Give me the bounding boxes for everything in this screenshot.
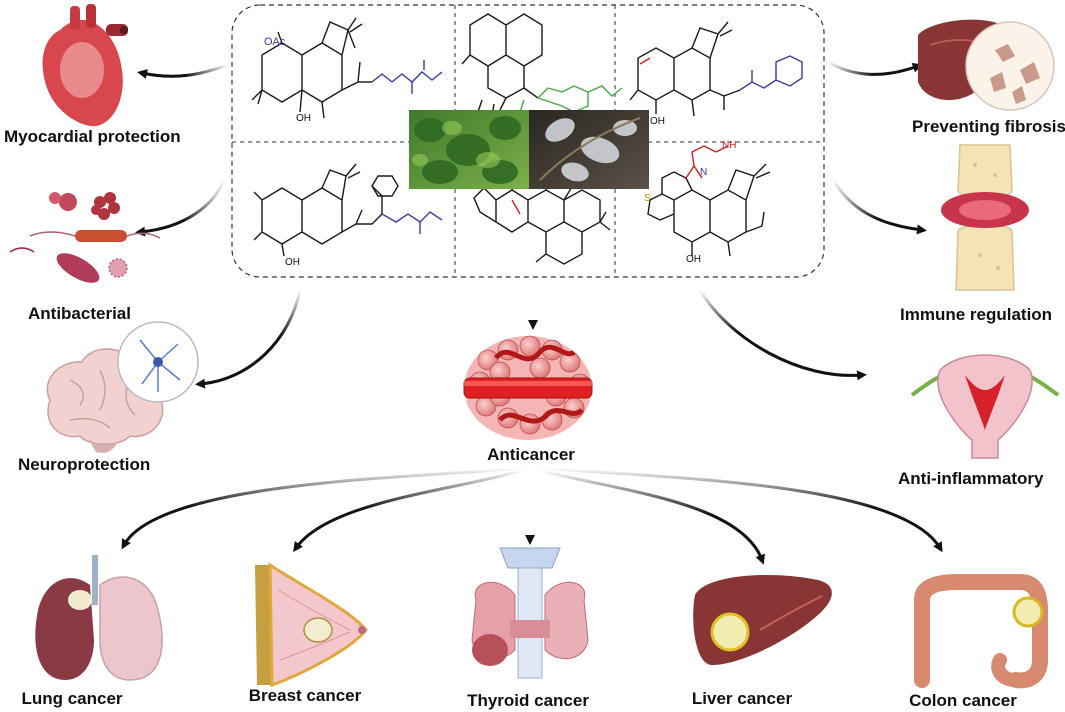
structure-label-nitrogen: N	[700, 167, 708, 178]
colon-icon	[914, 574, 1048, 689]
cancer-arrows	[121, 466, 943, 565]
label-anti-inflammatory: Anti-inflammatory	[898, 469, 1044, 488]
label-anticancer: Anticancer	[487, 445, 575, 464]
label-immune-regulation: Immune regulation	[900, 305, 1053, 324]
tumor-icon	[463, 335, 593, 440]
structure-label-oh-4: OH	[686, 254, 701, 265]
structure-label-oh-2: OH	[650, 116, 665, 127]
activity-arrows	[135, 60, 927, 389]
label-colon-cancer: Colon cancer	[909, 691, 1017, 710]
heart-icon	[42, 4, 128, 127]
structure-label-amine: NH	[722, 140, 737, 151]
label-antibacterial: Antibacterial	[28, 304, 131, 323]
liver-icon	[693, 575, 832, 665]
compound-structure-6	[647, 145, 771, 257]
structure-label-sulfur: S	[644, 193, 651, 204]
label-breast-cancer: Breast cancer	[248, 686, 362, 705]
thyroid-icon	[471, 547, 589, 679]
structure-label-oh-3: OH	[285, 257, 300, 268]
compound-structure-4	[253, 163, 443, 257]
lungs-icon	[35, 555, 163, 681]
label-myocardial-protection: Myocardial protection	[4, 127, 181, 146]
label-lung-cancer: Lung cancer	[21, 689, 123, 708]
label-thyroid-cancer: Thyroid cancer	[467, 691, 589, 710]
label-preventing-fibrosis: Preventing fibrosis	[912, 117, 1065, 136]
uterus-icon	[910, 354, 1060, 459]
compound-structure-2	[461, 13, 623, 119]
structure-label-oh-1: OH	[296, 113, 311, 124]
breast-icon	[255, 562, 368, 688]
label-neuroprotection: Neuroprotection	[18, 455, 151, 474]
plant-photos	[409, 110, 649, 189]
label-liver-cancer: Liver cancer	[691, 689, 793, 708]
compound-structure-1	[251, 17, 443, 119]
bacteria-icon	[9, 192, 161, 283]
compound-structure-3	[629, 21, 803, 117]
structure-label-acetoxy: OAc	[264, 36, 286, 48]
fibrosis-liver-icon	[918, 19, 1055, 111]
joint-icon	[941, 144, 1029, 291]
compound-structure-5	[473, 173, 611, 265]
brain-icon	[46, 321, 199, 453]
